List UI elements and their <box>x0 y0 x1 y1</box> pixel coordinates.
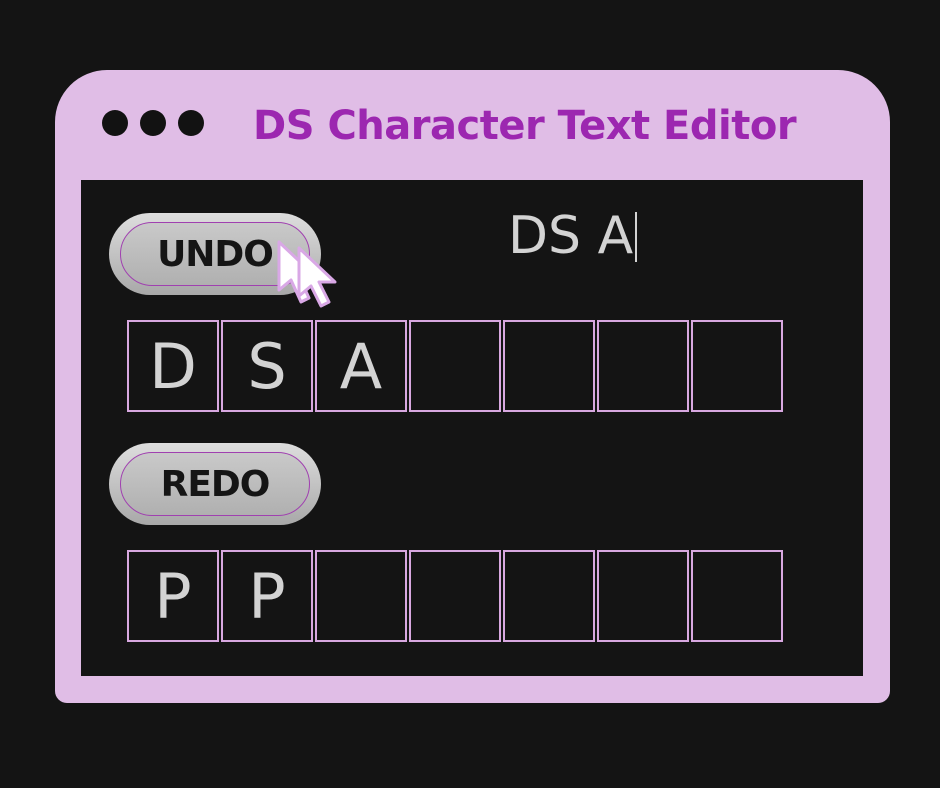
redo-stack-row: P P <box>127 550 783 642</box>
undo-stack-cell <box>691 320 783 412</box>
redo-stack-cell <box>691 550 783 642</box>
undo-stack-cell: D <box>127 320 219 412</box>
window-dot-icon[interactable] <box>102 110 128 136</box>
undo-stack-cell: A <box>315 320 407 412</box>
preview-text: DS A <box>508 206 634 266</box>
editor-window: DS Character Text Editor UNDO DS A D S A… <box>55 70 890 703</box>
editor-content: UNDO DS A D S A REDO P P <box>81 180 863 676</box>
undo-stack-cell <box>409 320 501 412</box>
undo-stack-cell: S <box>221 320 313 412</box>
window-dot-icon[interactable] <box>178 110 204 136</box>
text-preview[interactable]: DS A <box>508 210 638 262</box>
undo-stack-cell <box>597 320 689 412</box>
undo-stack-row: D S A <box>127 320 783 412</box>
window-dot-icon[interactable] <box>140 110 166 136</box>
redo-stack-cell <box>503 550 595 642</box>
redo-stack-cell <box>315 550 407 642</box>
mouse-pointer-icon <box>277 240 337 308</box>
window-title: DS Character Text Editor <box>253 103 797 149</box>
redo-button[interactable]: REDO <box>109 443 321 525</box>
undo-stack-cell <box>503 320 595 412</box>
redo-stack-cell: P <box>127 550 219 642</box>
redo-stack-cell <box>597 550 689 642</box>
window-controls[interactable] <box>102 110 204 136</box>
text-caret <box>635 212 638 262</box>
redo-button-label: REDO <box>120 452 310 516</box>
redo-stack-cell <box>409 550 501 642</box>
redo-stack-cell: P <box>221 550 313 642</box>
